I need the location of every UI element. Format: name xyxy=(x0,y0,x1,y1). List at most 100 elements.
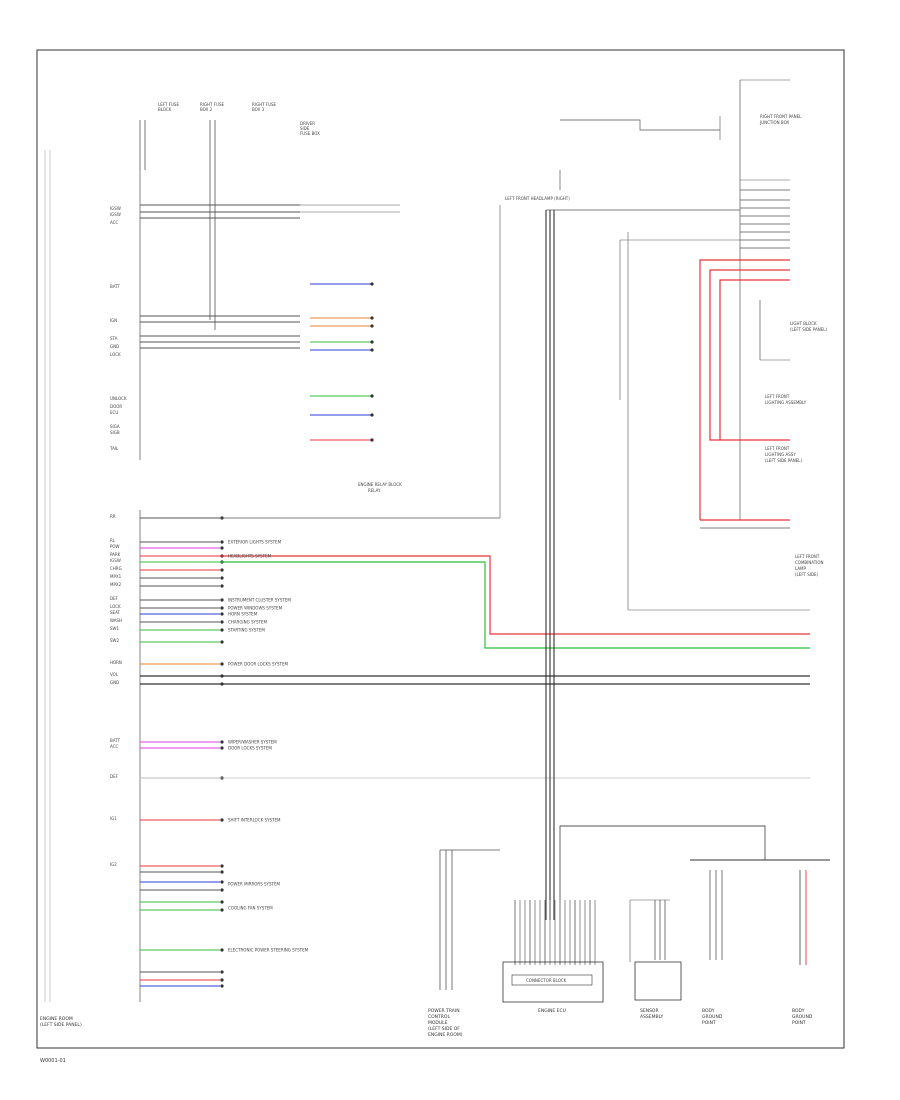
right-red-wire-1 xyxy=(699,259,790,520)
pin-label-9: DOOR xyxy=(110,404,122,409)
stub-end-3 xyxy=(370,340,374,344)
lower-wire-end-1 xyxy=(220,540,224,544)
lower-wire-end-11 xyxy=(220,620,224,624)
pin-label-31: BATT xyxy=(110,738,121,743)
pin-label-28: HORN xyxy=(110,660,122,665)
sensor-label-1: SENSOR xyxy=(640,1008,659,1014)
lower-wire-end-20 xyxy=(220,818,224,822)
lower-wire-end-6 xyxy=(220,576,224,580)
pin-label-7: LOCK xyxy=(110,352,121,357)
sensor-label-2: ASSEMBLY xyxy=(640,1014,664,1020)
top-label-center-2: BOX 2 xyxy=(200,107,213,112)
pin-label-11: SIGA xyxy=(110,424,120,429)
system-label-12: COOLING FAN SYSTEM xyxy=(228,906,273,911)
right-red-wire-3 xyxy=(719,279,790,440)
ground1-label-3: POINT xyxy=(702,1020,716,1026)
main-component-label-1: ENGINE ROOM xyxy=(40,1016,73,1022)
pin-label-25: WASH xyxy=(110,618,122,623)
lower-wire-end-2 xyxy=(220,546,224,550)
lower-wire-end-17 xyxy=(220,740,224,744)
pin-label-30: GND xyxy=(110,680,119,685)
pin-label-35: IG2 xyxy=(110,862,117,867)
lower-wire-end-23 xyxy=(220,880,224,884)
main-component-label-2: (LEFT SIDE PANEL) xyxy=(40,1022,82,1028)
engine-ecu-label: ENGINE ECU xyxy=(538,1008,566,1014)
mid-right-1: LEFT FRONT xyxy=(765,394,790,399)
engine-ecu-inner xyxy=(511,974,593,986)
center-relay-2: RELAY xyxy=(368,488,381,493)
lower-wire-end-13 xyxy=(220,640,224,644)
pin-label-26: SW1 xyxy=(110,626,119,631)
lower-wire-end-8 xyxy=(220,598,224,602)
right-red-wire-2 xyxy=(709,269,790,441)
lower-wire-end-14 xyxy=(220,662,224,666)
far-right-4: (LEFT SIDE) xyxy=(795,572,819,577)
pcm-label-2: CONTROL xyxy=(428,1014,450,1020)
pin-label-20: MPX1 xyxy=(110,574,122,579)
pin-label-15: RL xyxy=(110,538,116,543)
system-label-8: WIPER/WASHER SYSTEM xyxy=(228,740,277,745)
pin-label-2: ACC xyxy=(110,220,118,225)
pin-label-0: IGSW xyxy=(110,206,121,211)
pin-label-23: LOCK xyxy=(110,604,121,609)
top-label-right-1: RIGHT FUSE xyxy=(252,102,277,107)
pin-label-27: SW2 xyxy=(110,638,119,643)
lower-right-3: (LEFT SIDE PANEL) xyxy=(765,458,803,463)
pin-label-8: UNLOCK xyxy=(110,396,127,401)
ground2-label-3: POINT xyxy=(792,1020,806,1026)
pin-label-18: IGSW xyxy=(110,558,121,563)
lower-wire-end-7 xyxy=(220,584,224,588)
lower-wire-end-25 xyxy=(220,900,224,904)
far-right-2: COMBINATION xyxy=(795,560,824,565)
ground1-label-1: BODY xyxy=(702,1008,715,1014)
stub-end-5 xyxy=(370,394,374,398)
pin-label-13: TAIL xyxy=(109,446,119,451)
top-label-left-fuse-2: BLOCK xyxy=(158,107,172,112)
lower-wire-end-29 xyxy=(220,978,224,982)
lower-wire-end-26 xyxy=(220,908,224,912)
lower-right-1: LEFT FRONT xyxy=(765,446,790,451)
footer-code: W0001-01 xyxy=(40,1058,66,1064)
lower-wire-end-22 xyxy=(220,870,224,874)
relay-label-2: SIDE xyxy=(300,126,310,131)
lower-wire-end-27 xyxy=(220,948,224,952)
far-right-3: LAMP xyxy=(795,566,807,571)
pcm-label-4: (LEFT SIDE OF xyxy=(428,1026,460,1032)
system-label-11: POWER MIRRORS SYSTEM xyxy=(228,882,281,887)
fuse-box-right-2: JUNCTION BOX xyxy=(759,120,789,125)
lamp-block-1: LIGHT BLOCK xyxy=(790,321,817,326)
long-red-wire xyxy=(220,555,810,635)
system-label-7: POWER DOOR LOCKS SYSTEM xyxy=(228,662,288,667)
stub-end-4 xyxy=(370,348,374,352)
system-label-1: HEADLIGHTS SYSTEM xyxy=(228,554,272,559)
top-label-left-fuse-1: LEFT FUSE xyxy=(158,102,179,107)
lower-right-2: LIGHTING ASSY xyxy=(765,452,796,457)
pcm-label-3: MODULE xyxy=(428,1020,448,1026)
ground2-label-2: GROUND xyxy=(792,1014,813,1020)
system-label-13: ELECTRONIC POWER STEERING SYSTEM xyxy=(228,948,309,953)
ground1-label-2: GROUND xyxy=(702,1014,723,1020)
lower-wire-end-30 xyxy=(220,984,224,988)
system-label-9: DOOR LOCKS SYSTEM xyxy=(228,746,272,751)
system-label-0: EXTERIOR LIGHTS SYSTEM xyxy=(228,540,282,545)
lower-wire-end-24 xyxy=(220,888,224,892)
ground2-label-1: BODY xyxy=(792,1008,805,1014)
pin-label-12: SIGB xyxy=(110,430,120,435)
relay-label-3: FUSE BOX xyxy=(300,131,320,136)
stub-end-1 xyxy=(370,316,374,320)
ground-loop xyxy=(559,825,766,900)
pin-label-5: STA xyxy=(110,336,118,341)
system-label-10: SHIFT INTERLOCK SYSTEM xyxy=(228,818,281,823)
pin-label-22: DEF xyxy=(110,596,119,601)
lower-wire-end-28 xyxy=(220,970,224,974)
lower-wire-end-5 xyxy=(220,568,224,572)
far-right-1: LEFT FRONT xyxy=(795,554,820,559)
sensor-box xyxy=(634,961,682,1001)
system-label-4: HORN SYSTEM xyxy=(228,612,258,617)
lower-wire-end-21 xyxy=(220,864,224,868)
stub-end-6 xyxy=(370,413,374,417)
stub-end-7 xyxy=(370,438,374,442)
top-label-center-1: RIGHT FUSE xyxy=(200,102,225,107)
pin-label-32: ACC xyxy=(110,744,118,749)
ground-top-label: LEFT FRONT HEADLAMP (RIGHT) xyxy=(505,196,570,201)
